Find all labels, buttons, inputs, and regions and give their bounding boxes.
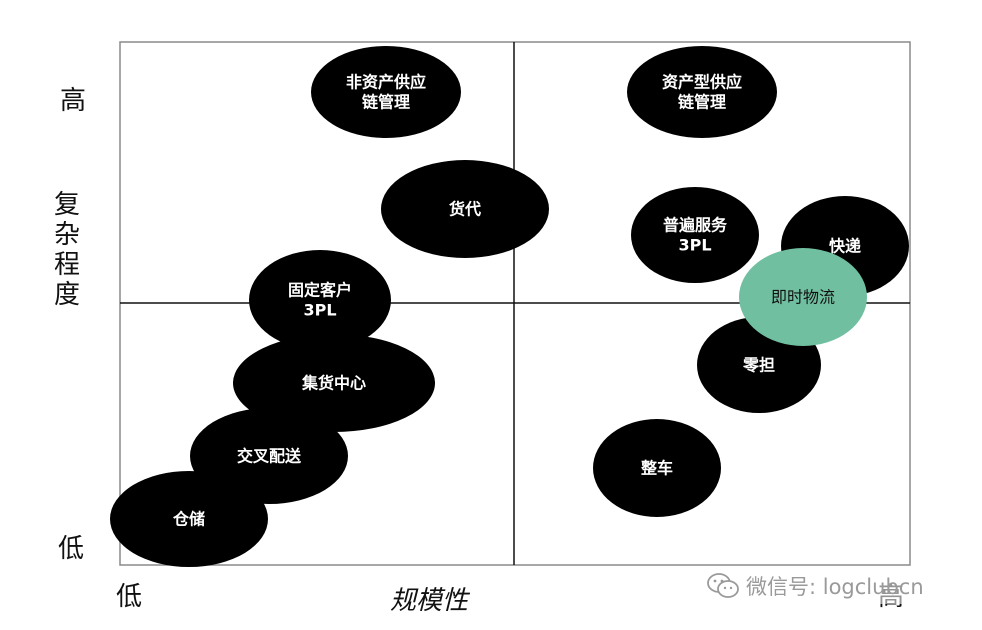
watermark: 微信号: logclubcn — [706, 568, 924, 604]
node-warehousing: 仓储 — [110, 471, 268, 567]
node-label: 仓储 — [172, 510, 205, 529]
node-ellipse — [627, 46, 777, 138]
node-label: 零担 — [742, 356, 775, 375]
node-label: 快递 — [829, 237, 861, 256]
node-label: 货代 — [449, 200, 481, 219]
node-label: 3PL — [303, 301, 336, 320]
node-label: 即时物流 — [771, 288, 835, 307]
node-label: 固定客户 — [288, 281, 352, 300]
node-ellipse — [593, 419, 721, 517]
y-axis-high-label: 高 — [60, 86, 87, 116]
watermark-text: 微信号: logclubcn — [746, 575, 924, 599]
node-label: 链管理 — [362, 93, 410, 112]
node-freight-forwarding: 货代 — [381, 160, 549, 258]
node-ftl: 整车 — [593, 419, 721, 517]
node-ellipse — [739, 248, 867, 346]
node-label: 集货中心 — [301, 374, 366, 393]
x-axis-low-label: 低 — [116, 582, 143, 612]
node-label: 整车 — [640, 459, 673, 478]
node-ellipse — [249, 250, 391, 350]
y-axis-low-label: 低 — [58, 534, 85, 564]
node-label: 资产型供应 — [662, 73, 742, 92]
node-label: 3PL — [678, 236, 711, 255]
node-label: 交叉配送 — [237, 447, 302, 466]
node-ellipse — [233, 334, 435, 432]
node-label: 普遍服务 — [663, 216, 728, 235]
wechat-icon — [707, 573, 739, 598]
node-ellipse — [381, 160, 549, 258]
y-axis-title: 复杂程度 — [53, 190, 80, 310]
node-ellipse — [311, 46, 461, 138]
node-ellipse — [631, 187, 759, 283]
node-consolidation-center: 集货中心 — [233, 334, 435, 432]
node-ellipse — [110, 471, 268, 567]
node-instant-logistics: 即时物流 — [739, 248, 867, 346]
x-axis-title: 规模性 — [390, 586, 469, 616]
node-label: 非资产供应 — [346, 73, 426, 92]
node-label: 链管理 — [678, 93, 726, 112]
